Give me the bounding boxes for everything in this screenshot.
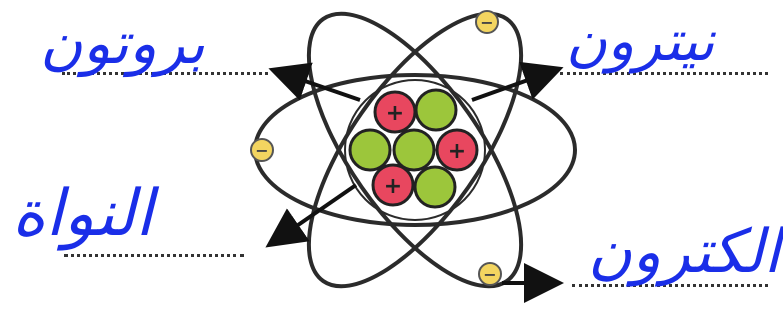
proton-particle xyxy=(371,163,415,207)
neutron-particle xyxy=(392,128,436,172)
orbit-inner xyxy=(344,79,486,221)
electron-signs: − − − xyxy=(255,13,496,284)
proton-signs: + + + xyxy=(384,101,466,199)
arrow-to-neutron-label xyxy=(471,61,564,102)
electron-particle xyxy=(478,262,502,286)
electron-sign: − xyxy=(480,13,493,32)
proton-label: بروتون xyxy=(40,9,205,77)
pointer-arrows xyxy=(265,61,564,303)
nucleus xyxy=(348,88,479,209)
orbit-diagonal-left xyxy=(306,11,524,289)
electron-particle xyxy=(475,10,499,34)
electron-sign: − xyxy=(255,141,268,160)
neutron-particle xyxy=(414,88,458,132)
electron-answer-line xyxy=(572,284,768,287)
nucleus-label: النواة xyxy=(12,177,153,251)
electron-label: الكترون xyxy=(588,217,781,287)
electron-particle xyxy=(250,138,274,162)
nucleus-answer-line xyxy=(64,254,244,257)
arrow-to-nucleus-label xyxy=(265,183,358,248)
proton-particle xyxy=(435,128,479,172)
proton-sign: + xyxy=(448,139,466,164)
neutron-particle xyxy=(413,165,457,209)
proton-sign: + xyxy=(384,174,402,199)
electrons xyxy=(250,10,502,286)
neutron-particle xyxy=(348,128,392,172)
arrow-to-proton-label xyxy=(268,62,361,102)
electron-sign: − xyxy=(483,265,496,284)
neutron-label: نيترون xyxy=(566,9,715,74)
proton-sign: + xyxy=(386,101,404,126)
neutron-answer-line xyxy=(560,72,768,75)
proton-answer-line xyxy=(62,72,268,75)
